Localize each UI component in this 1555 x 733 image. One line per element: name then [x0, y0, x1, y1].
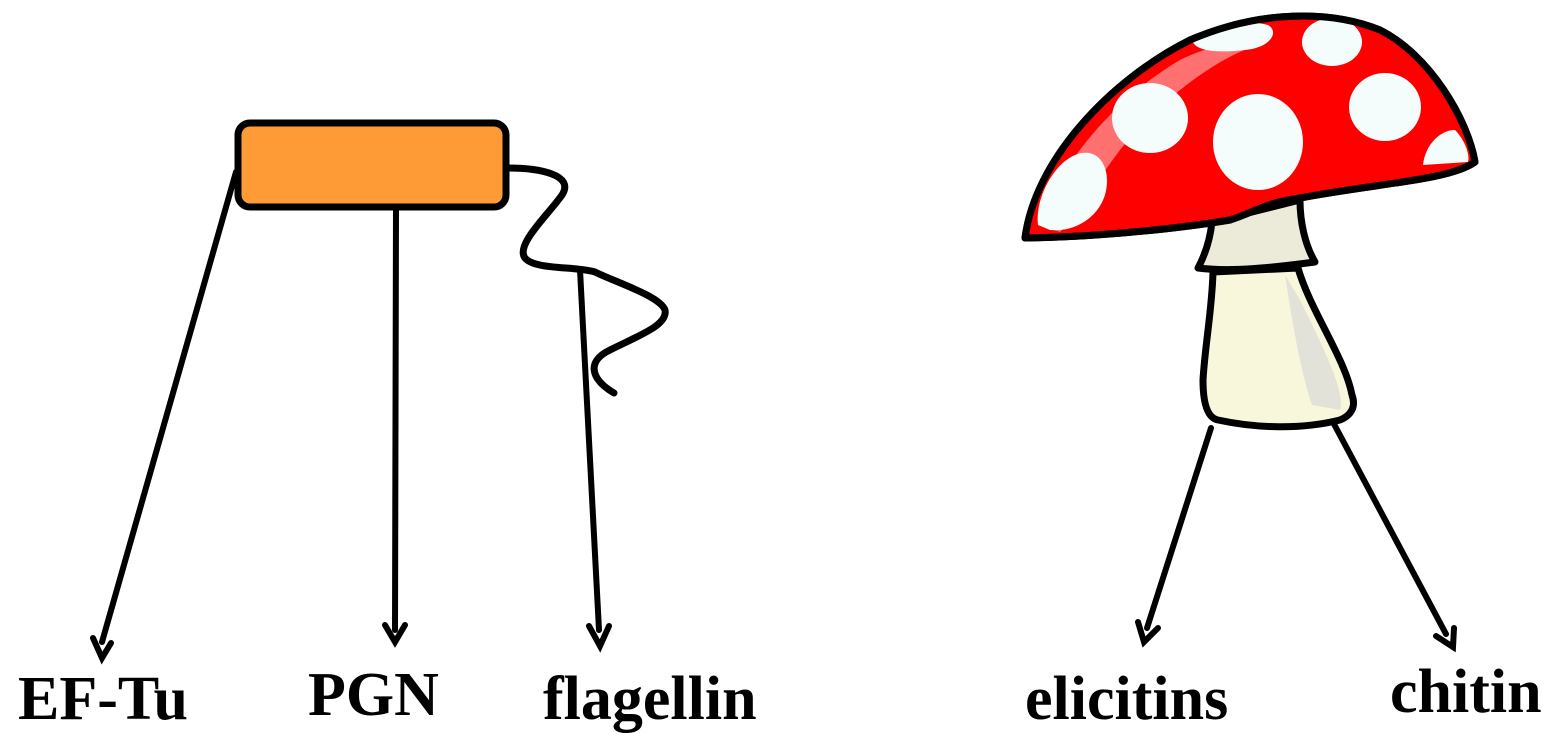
fungal-arrows	[1138, 424, 1454, 647]
label-eftu: EF-Tu	[18, 668, 188, 730]
bacterium-body	[238, 123, 506, 207]
bacterial-arrows	[93, 172, 609, 658]
arrow-to-elicitins	[1147, 428, 1211, 628]
label-pgn: PGN	[308, 664, 439, 726]
arrow-to-flagellin	[580, 270, 599, 630]
bacterium-icon	[238, 123, 665, 393]
label-chitin: chitin	[1390, 661, 1542, 723]
label-flagellin: flagellin	[543, 668, 757, 730]
arrow-to-eftu	[102, 172, 236, 642]
label-elicitins: elicitins	[1025, 668, 1228, 730]
mushroom-icon	[1025, 16, 1475, 427]
arrow-to-pgn	[395, 208, 396, 630]
arrow-to-chitin	[1334, 424, 1446, 634]
